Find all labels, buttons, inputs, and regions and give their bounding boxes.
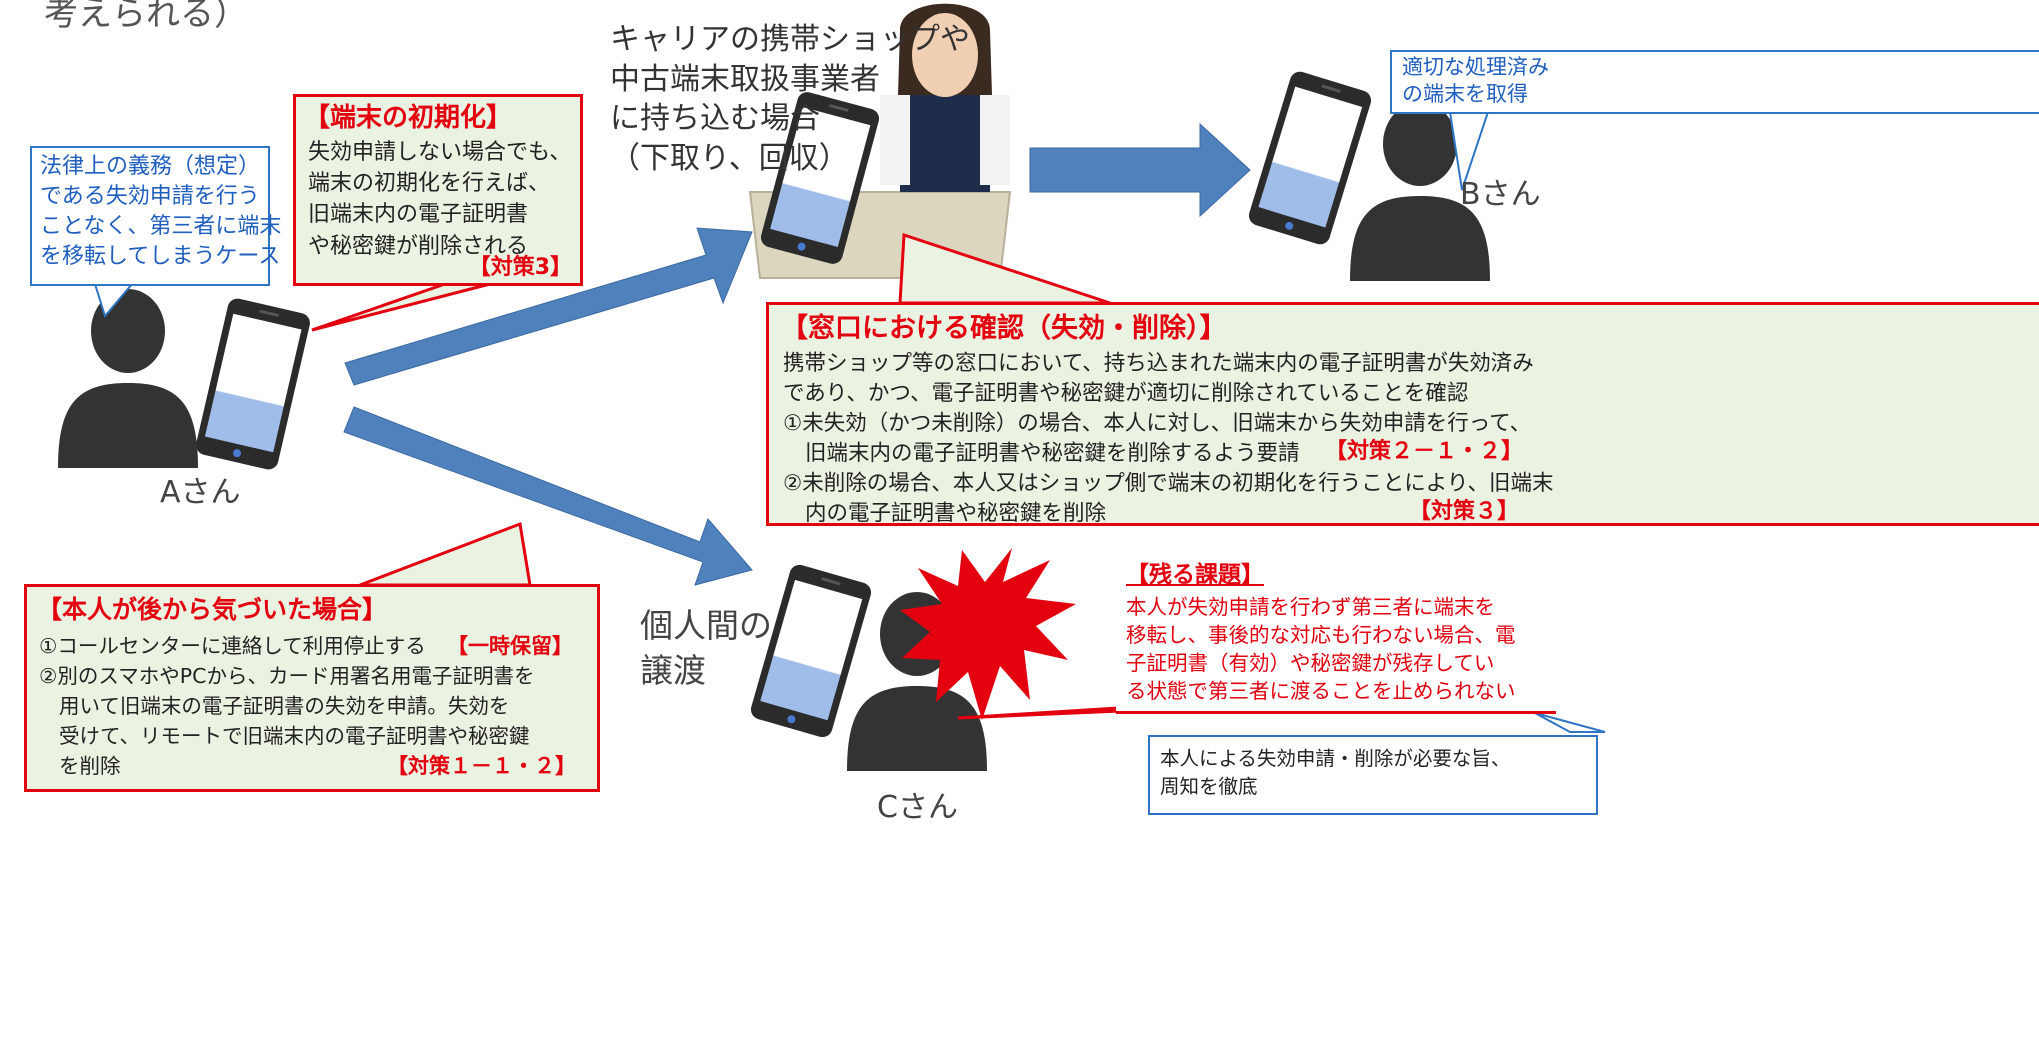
phone-b bbox=[1246, 69, 1374, 247]
bubble-left: 法律上の義務（想定） である失効申請を行う ことなく、第三者に端末 を移転してし… bbox=[30, 146, 281, 286]
transfer-label: 個人間の 譲渡 bbox=[640, 606, 772, 690]
later-box-line4: 受けて、リモートで旧端末内の電子証明書や秘密鍵 bbox=[59, 724, 530, 748]
window-box-line6: 内の電子証明書や秘密鍵を削除 bbox=[805, 501, 1107, 526]
init-box: 【端末の初期化】 失効申請しない場合でも、 端末の初期化を行えば、 旧端末内の電… bbox=[293, 94, 583, 286]
later-box: 【本人が後から気づいた場合】 ①コールセンターに連絡して利用停止する 【一時保留… bbox=[24, 584, 600, 792]
later-box-line5: を削除 bbox=[59, 754, 121, 778]
init-box-measure: 【対策3】 bbox=[468, 255, 572, 280]
tail-init-box bbox=[311, 282, 491, 332]
arrow-to-c bbox=[343, 406, 753, 586]
later-box-line2: ②別のスマホやPCから、カード用署名用電子証明書を bbox=[39, 664, 535, 688]
later-box-line1: ①コールセンターに連絡して利用停止する bbox=[39, 634, 426, 658]
window-box-title: 【窓口における確認（失効・削除）】 bbox=[781, 313, 1227, 344]
window-box-line4-measure: 【対策２－１・２】 bbox=[1325, 439, 1524, 464]
phone-a bbox=[194, 296, 312, 472]
tail-window-box bbox=[898, 232, 1111, 305]
label-person-b: Bさん bbox=[1460, 177, 1541, 212]
later-box-line3: 用いて旧端末の電子証明書の失効を申請。失効を bbox=[59, 694, 510, 718]
arrow-to-shop bbox=[344, 227, 753, 386]
init-box-title: 【端末の初期化】 bbox=[304, 103, 513, 133]
arrow-to-b bbox=[1029, 122, 1251, 218]
later-box-title: 【本人が後から気づいた場合】 bbox=[37, 595, 388, 624]
later-box-line1-measure: 【一時保留】 bbox=[447, 634, 573, 658]
remain-box-body: 本人が失効申請を行わず第三者に端末を 移転し、事後的な対応も行わない場合、電 子… bbox=[1126, 595, 1516, 703]
tail-later-box bbox=[359, 521, 532, 587]
bubble-left-text: 法律上の義務（想定） である失効申請を行う ことなく、第三者に端末 を移転してし… bbox=[40, 154, 282, 270]
remain-box-title: 【残る課題】 bbox=[1126, 562, 1264, 588]
bubble-bottom-text: 本人による失効申請・削除が必要な旨、 周知を徹底 bbox=[1160, 747, 1511, 799]
bubble-right-text: 適切な処理済み の端末を取得 bbox=[1402, 55, 1549, 107]
label-person-a: Aさん bbox=[160, 475, 241, 510]
window-box-line4: 旧端末内の電子証明書や秘密鍵を削除するよう要請 bbox=[805, 441, 1300, 466]
window-box-line5: ②未削除の場合、本人又はショップ側で端末の初期化を行うことにより、旧端末 bbox=[783, 471, 1554, 496]
window-box-line3: ①未失効（かつ未削除）の場合、本人に対し、旧端末から失効申請を行って、 bbox=[783, 411, 1532, 436]
tail-bubble-bottom bbox=[1534, 712, 1606, 733]
init-box-body: 失効申請しない場合でも、 端末の初期化を行えば、 旧端末内の電子証明書 や秘密鍵… bbox=[308, 140, 572, 259]
bubble-bottom: 本人による失効申請・削除が必要な旨、 周知を徹底 bbox=[1148, 735, 1598, 815]
window-box-line6-measure: 【対策３】 bbox=[1409, 499, 1520, 524]
later-box-line5-measure: 【対策１－１・２】 bbox=[387, 754, 576, 778]
window-box: 【窓口における確認（失効・削除）】 携帯ショップ等の窓口において、持ち込まれた端… bbox=[766, 302, 2039, 526]
remain-box: 【残る課題】 本人が失効申請を行わず第三者に端末を 移転し、事後的な対応も行わな… bbox=[1116, 560, 1556, 714]
explosion-icon bbox=[900, 548, 1076, 720]
person-a-silhouette bbox=[58, 289, 198, 468]
window-box-line1: 携帯ショップ等の窓口において、持ち込まれた端末内の電子証明書が失効済み bbox=[783, 351, 1534, 376]
top-fragment-text: 考えられる） bbox=[44, 0, 248, 34]
shop-label: キャリアの携帯ショップや 中古端末取扱事業者 に持ち込む場合 （下取り、回収） bbox=[610, 22, 970, 176]
window-box-line2: であり、かつ、電子証明書や秘密鍵が適切に削除されていることを確認 bbox=[783, 381, 1469, 406]
bubble-right: 適切な処理済み の端末を取得 bbox=[1390, 50, 2039, 114]
label-person-c: Cさん bbox=[877, 790, 958, 825]
